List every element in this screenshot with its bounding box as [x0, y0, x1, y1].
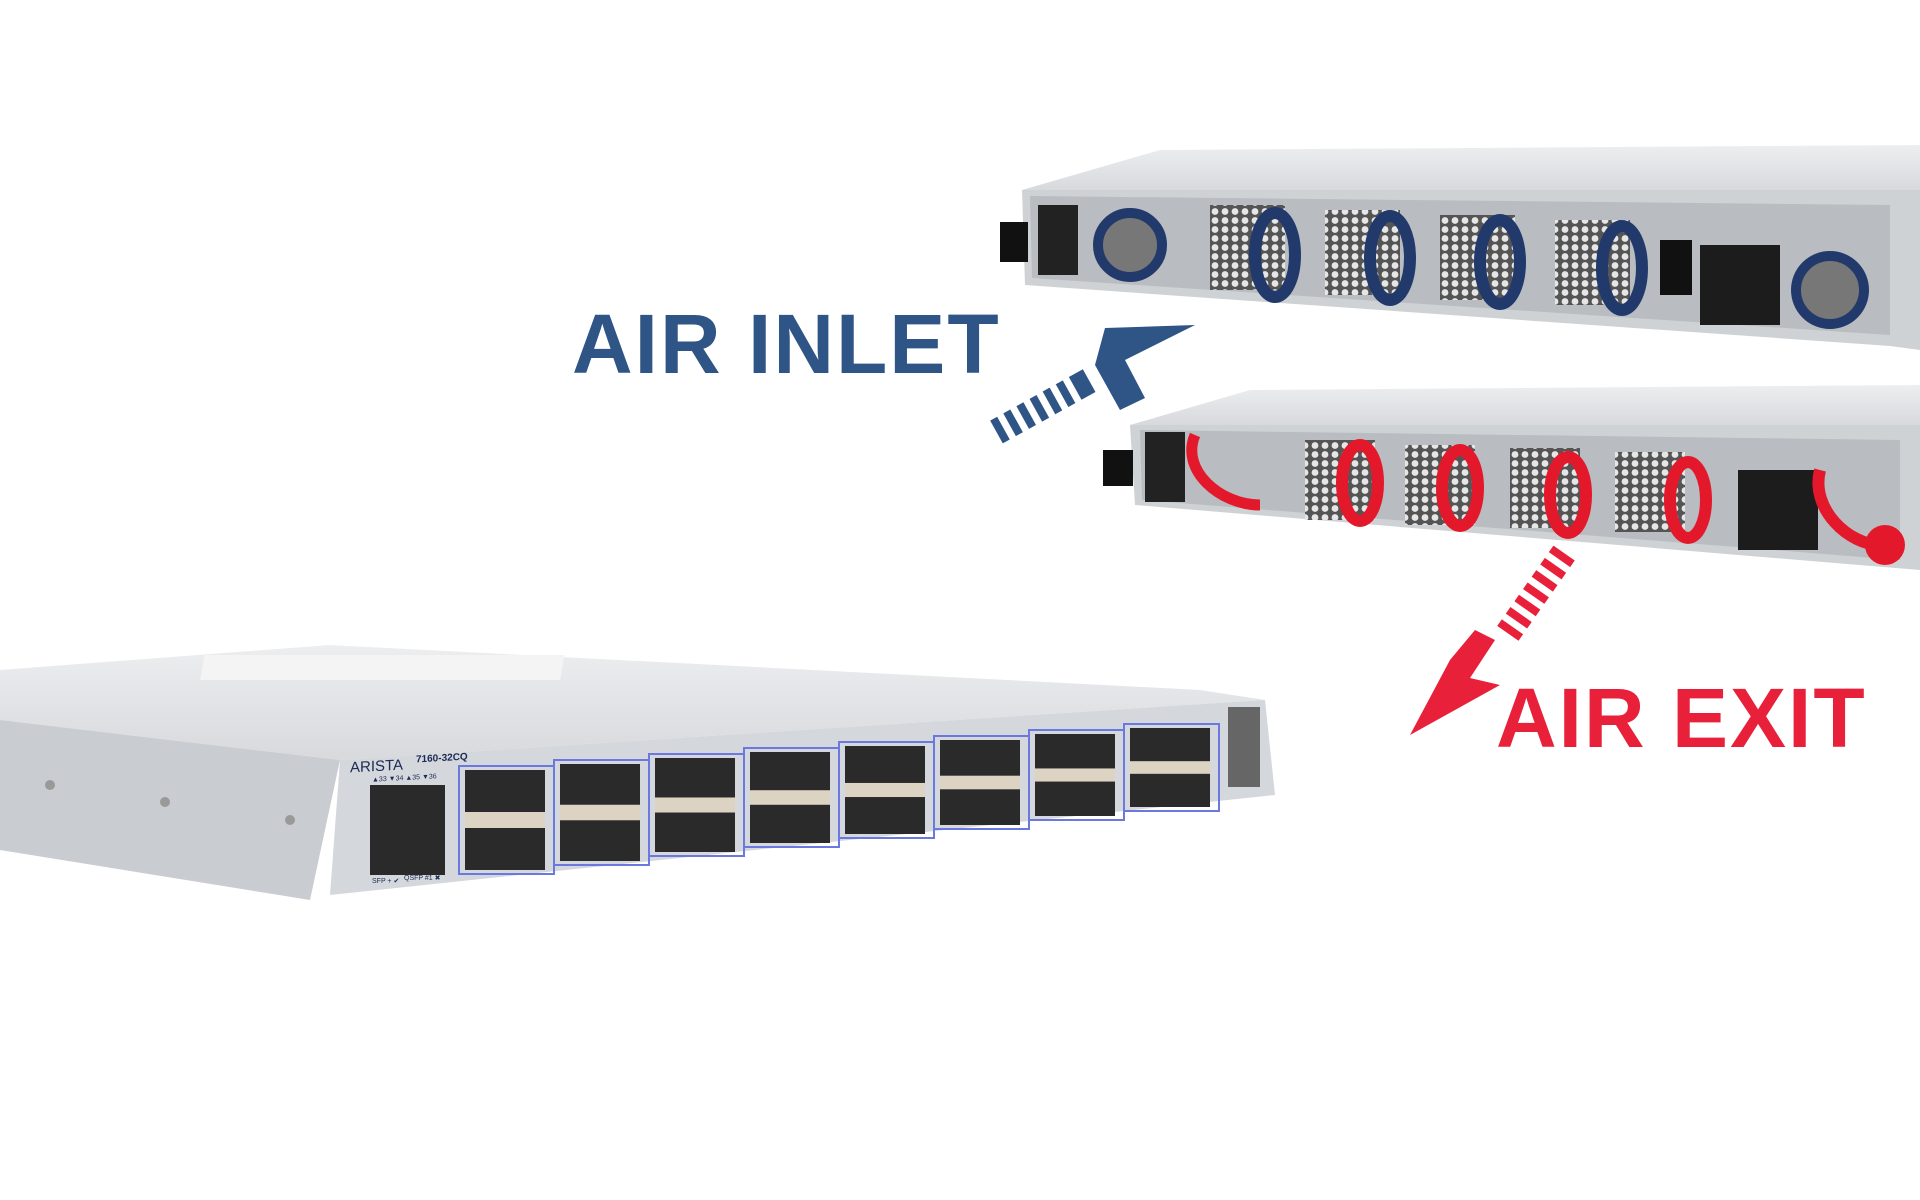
air-exit-arrow — [1410, 545, 1575, 735]
air-inlet-arrow — [990, 325, 1195, 444]
port-latch — [940, 775, 1020, 790]
sfp-legend: SFP + ✔ — [372, 878, 400, 885]
port-latch — [655, 797, 735, 813]
port-latch — [465, 812, 545, 828]
psu-handle — [1000, 222, 1028, 262]
air-exit-label: AIR EXIT — [1496, 671, 1867, 765]
sfp-port-cage — [370, 785, 445, 875]
port-group-outline — [1123, 723, 1220, 812]
brand-logo: ARISTA — [350, 756, 404, 777]
switch-front — [0, 645, 1275, 900]
switch-rear-exit — [1103, 385, 1920, 570]
air-inlet-label: AIR INLET — [572, 297, 1001, 391]
port-latch — [1035, 768, 1115, 782]
qsfp-legend: QSFP #1 ✖ — [404, 875, 441, 882]
port-latch — [845, 782, 925, 798]
port-latch — [750, 790, 830, 805]
switch-rear-inlet — [1000, 145, 1920, 350]
port-latch — [560, 804, 640, 821]
psu-handle — [1103, 450, 1133, 486]
fan-icon — [1093, 208, 1167, 282]
management-ports — [1228, 707, 1260, 787]
port-latch — [1130, 761, 1210, 774]
